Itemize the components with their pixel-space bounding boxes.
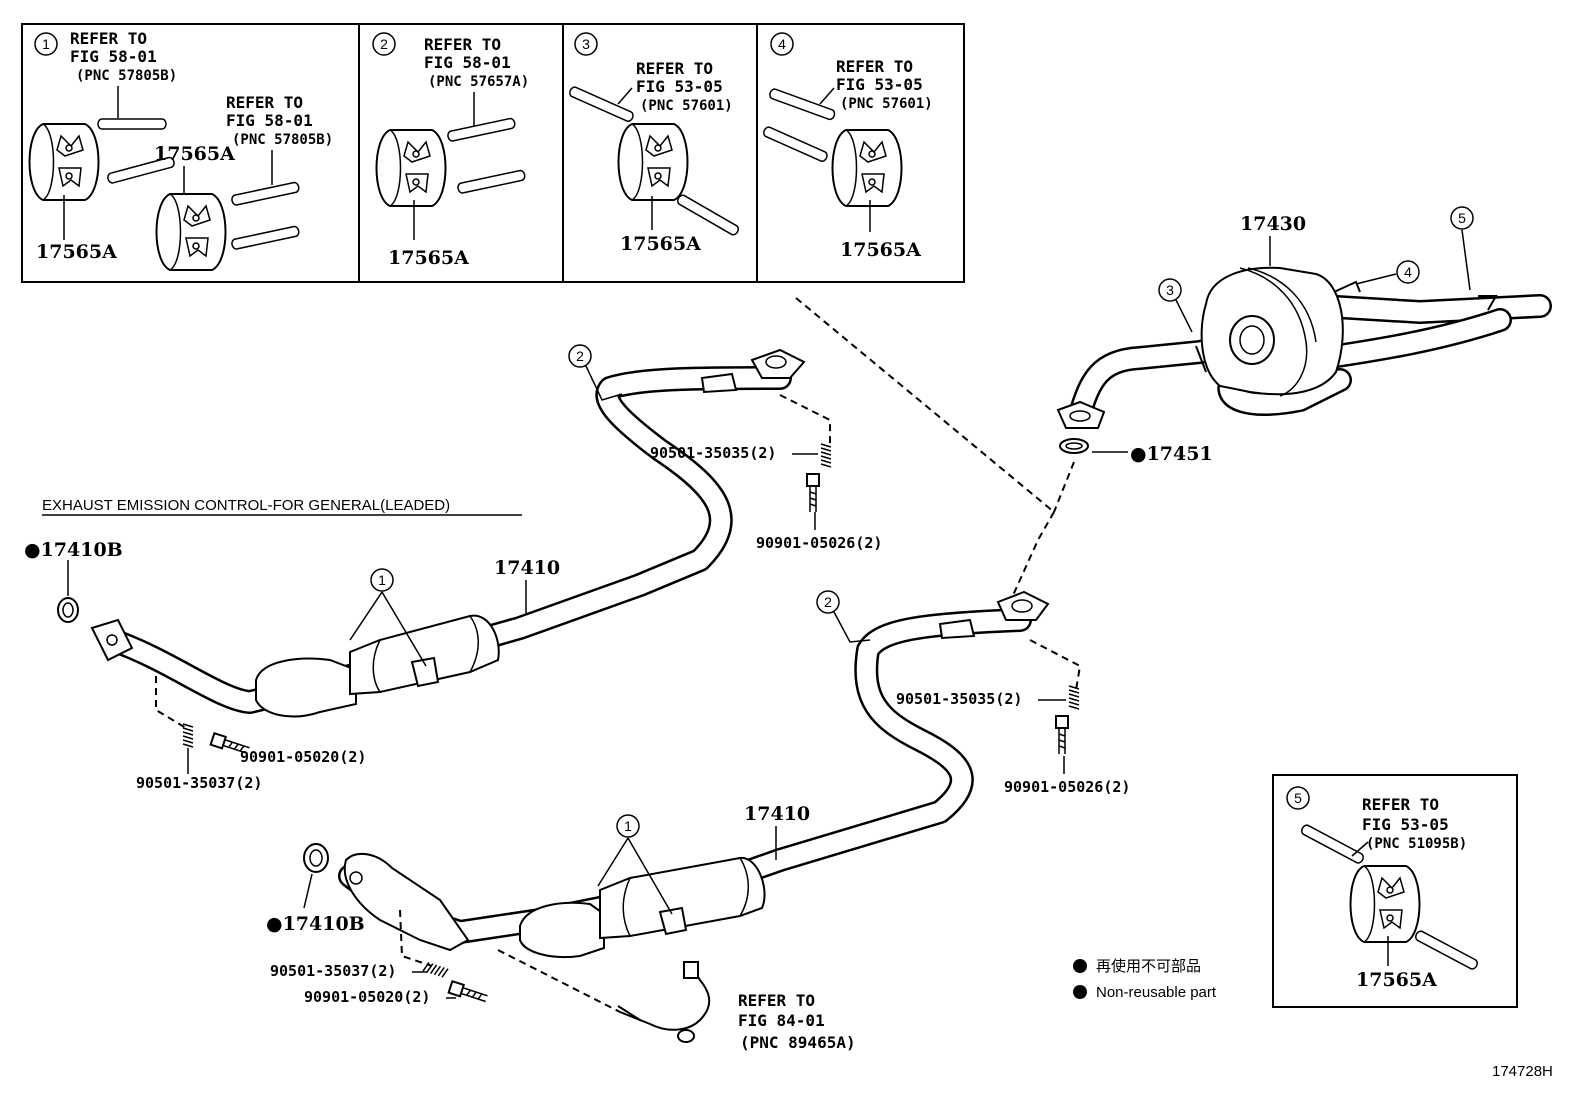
refer-pnc: (PNC 57601): [640, 98, 733, 114]
part-number: 17565A: [840, 239, 921, 261]
refer-label: REFER TO: [70, 29, 147, 48]
callout-number: 1: [378, 572, 386, 588]
inset-box-4: 4 REFER TO FIG 53-05 (PNC 57601) 17565A: [756, 23, 965, 283]
hanger-insulator-shape: [831, 129, 903, 207]
hanger-insulator-shape: [1349, 865, 1421, 943]
refer-fig: FIG 58-01: [424, 53, 511, 72]
front-pipe-upper: 1 2: [57, 344, 832, 758]
refer-pnc: (PNC 57601): [840, 96, 933, 112]
inset-box-2: 2 REFER TO FIG 58-01 (PNC 57657A) 17565A: [358, 23, 564, 283]
spring-shape: [182, 723, 194, 748]
section-title: EXHAUST EMISSION CONTROL-FOR GENERAL(LEA…: [42, 497, 450, 514]
callout-number: 2: [380, 36, 388, 52]
non-reusable-dot-icon: [1073, 985, 1087, 999]
part-label-spring: 90501-35035(2): [650, 444, 776, 462]
inset-box-1: 1 REFER TO FIG 58-01 (PNC 57805B) 17565A…: [21, 23, 360, 283]
figure-id: 174728H: [1492, 1063, 1553, 1080]
refer-label: REFER TO: [424, 35, 501, 54]
part-label-bolt: 90901-05020(2): [304, 988, 430, 1006]
spring-shape: [820, 443, 832, 468]
callout-number: 2: [576, 348, 584, 364]
part-label-spring: 90501-35037(2): [270, 962, 396, 980]
part-number: 17565A: [620, 233, 701, 255]
hanger-insulator-shape: [617, 123, 689, 201]
part-number: 17565A: [1356, 969, 1437, 991]
part-label-front-pipe-lower: 17410: [744, 803, 810, 825]
refer-fig: FIG 58-01: [226, 111, 313, 130]
callout-number: 5: [1294, 790, 1302, 806]
callout-number: 5: [1458, 210, 1466, 226]
callout-number: 1: [42, 36, 50, 52]
part-label-front-pipe-upper: 17410: [494, 557, 560, 579]
callout-number: 3: [582, 36, 590, 52]
bolt-shape: [1055, 715, 1069, 755]
refer-pnc: (PNC 57805B): [232, 132, 333, 148]
inset-box-3: 3 REFER TO FIG 53-05 (PNC 57601) 17565A: [562, 23, 758, 283]
part-label-spring: 90501-35037(2): [136, 774, 262, 792]
non-reusable-dot-icon: [1073, 959, 1087, 973]
refer-label: REFER TO: [1362, 795, 1439, 814]
part-number: 17565A: [36, 241, 117, 263]
sensor-refer-fig: FIG 84-01: [738, 1011, 825, 1030]
refer-label: REFER TO: [836, 57, 913, 76]
part-label-gasket-upper: ●17410B: [24, 539, 123, 561]
hanger-insulator-shape: [375, 129, 447, 207]
sensor-refer-label: REFER TO: [738, 991, 815, 1010]
spring-shape: [1068, 685, 1080, 710]
refer-fig: FIG 58-01: [70, 47, 157, 66]
refer-fig: FIG 53-05: [836, 75, 923, 94]
part-label-gasket-lower: ●17410B: [266, 913, 365, 935]
part-label-bolt: 90901-05020(2): [240, 748, 366, 766]
refer-label: REFER TO: [636, 59, 713, 78]
callout-number: 4: [778, 36, 786, 52]
inset-box-5: 5 REFER TO FIG 53-05 (PNC 51095B) 17565A: [1272, 774, 1518, 1008]
refer-label: REFER TO: [226, 93, 303, 112]
legend-label-en: Non-reusable part: [1096, 984, 1217, 1001]
front-pipe-lower: 1 2: [303, 590, 1082, 1043]
part-number: 17565A: [388, 247, 469, 269]
bolt-shape: [806, 473, 820, 513]
hanger-insulator-shape: [28, 123, 100, 201]
refer-pnc: (PNC 51095B): [1366, 836, 1467, 852]
bolt-shape: [447, 980, 490, 1006]
part-label-tailpipe: 17430: [1240, 213, 1306, 235]
refer-fig: FIG 53-05: [636, 77, 723, 96]
callout-number: 2: [824, 594, 832, 610]
refer-pnc: (PNC 57805B): [76, 68, 177, 84]
part-label-bolt: 90901-05026(2): [1004, 778, 1130, 796]
part-label-bolt: 90901-05026(2): [756, 534, 882, 552]
sensor-refer-pnc: (PNC 89465A): [740, 1033, 856, 1052]
callout-number: 1: [624, 818, 632, 834]
part-label-spring: 90501-35035(2): [896, 690, 1022, 708]
part-number: 17565A: [154, 143, 235, 165]
hanger-insulator-shape: [155, 193, 227, 271]
tailpipe-assembly: 3 4 5: [1056, 206, 1552, 454]
callout-number: 4: [1404, 264, 1412, 280]
legend-label-jp: 再使用不可部品: [1096, 958, 1201, 975]
refer-pnc: (PNC 57657A): [428, 74, 529, 90]
callout-number: 3: [1166, 282, 1174, 298]
legend: 再使用不可部品 Non-reusable part: [1073, 958, 1217, 1001]
refer-fig: FIG 53-05: [1362, 815, 1449, 834]
part-label-tail-gasket: ●17451: [1130, 443, 1213, 465]
